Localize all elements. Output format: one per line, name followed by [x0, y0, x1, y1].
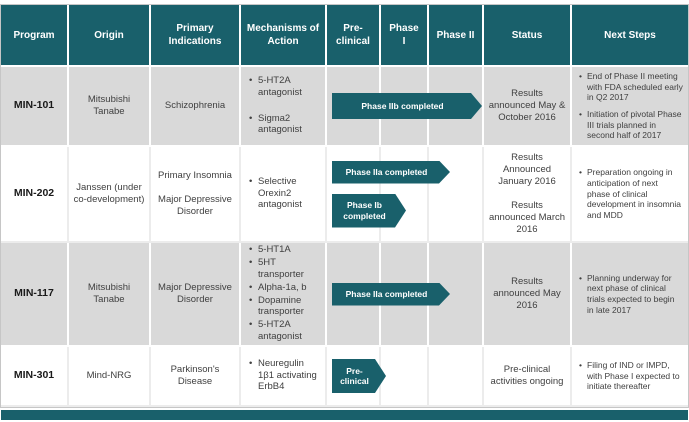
program-name: MIN-202 [1, 147, 69, 243]
mechanisms-list: 5-HT1A 5HT transporter Alpha-1a, b Dopam… [249, 244, 322, 344]
status-text: Results Announced January 2016 [498, 152, 556, 188]
status-text: Results announced March 2016 [488, 200, 566, 235]
column-header-phase-1: Phase I [381, 5, 429, 67]
next-step-item: Preparation ongoing in anticipation of n… [579, 167, 683, 220]
next-steps-list: End of Phase II meeting with FDA schedul… [579, 71, 683, 141]
mechanism-item: 5-HT2A antagonist [249, 75, 322, 99]
table-header-row: Program Origin Primary Indications Mecha… [1, 5, 688, 67]
phase-progress-arrow: Phase IIa completed [332, 161, 450, 184]
mechanisms-list: 5-HT2A antagonist Sigma2 antagonist [249, 75, 322, 138]
next-step-item: End of Phase II meeting with FDA schedul… [579, 71, 683, 103]
indication-text: Major Depressive Disorder [158, 282, 232, 305]
origin-cell: Janssen (under co-development) [69, 147, 151, 243]
mechanisms-list: Selective Orexin2 antagonist [249, 176, 322, 213]
next-steps-list: Filing of IND or IMPD, with Phase I expe… [579, 360, 683, 392]
column-divider [427, 347, 429, 405]
status-cell: Results announced May & October 2016 [484, 67, 572, 147]
next-steps-cell: Filing of IND or IMPD, with Phase I expe… [572, 347, 688, 407]
column-header-origin: Origin [69, 5, 151, 67]
indication-text: Schizophrenia [164, 100, 226, 112]
phase-progress-cell: Phase IIb completed [327, 67, 484, 147]
phase-progress-cell: Phase IIa completed Phase Ib completed [327, 147, 484, 243]
column-header-preclinical: Pre-clinical [327, 5, 381, 67]
indications-cell: Parkinson's Disease [151, 347, 241, 407]
next-steps-cell: End of Phase II meeting with FDA schedul… [572, 67, 688, 147]
mechanisms-cell: 5-HT2A antagonist Sigma2 antagonist [241, 67, 327, 147]
origin-cell: Mitsubishi Tanabe [69, 243, 151, 347]
column-header-program: Program [1, 5, 69, 67]
mechanisms-cell: Neuregulin 1β1 activating ErbB4 [241, 347, 327, 407]
column-header-status: Status [484, 5, 572, 67]
mechanisms-cell: 5-HT1A 5HT transporter Alpha-1a, b Dopam… [241, 243, 327, 347]
indication-text: Parkinson's Disease [170, 364, 220, 387]
status-text: Results announced May 2016 [493, 276, 561, 311]
column-header-next-steps: Next Steps [572, 5, 688, 67]
footer-accent-bar [1, 410, 688, 420]
program-name: MIN-117 [1, 243, 69, 347]
column-header-mechanisms-of-action: Mechanisms of Action [241, 5, 327, 67]
mechanism-item: 5-HT2A antagonist [249, 319, 322, 343]
mechanism-item: Alpha-1a, b [249, 282, 322, 294]
indication-text: Major Depressive Disorder [158, 194, 232, 217]
mechanism-item: Selective Orexin2 antagonist [249, 176, 322, 212]
phase-progress-arrow: Phase IIa completed [332, 283, 450, 306]
pipeline-table: Program Origin Primary Indications Mecha… [0, 4, 689, 408]
pipeline-row-min-101: MIN-101 Mitsubishi Tanabe Schizophrenia … [1, 67, 688, 147]
mechanism-item: 5-HT1A [249, 244, 322, 256]
mechanism-item: Dopamine transporter [249, 295, 322, 319]
indication-text: Primary Insomnia [158, 170, 232, 182]
next-step-item: Initiation of pivotal Phase III trials p… [579, 109, 683, 141]
phase-progress-cell: Phase IIa completed [327, 243, 484, 347]
phase-progress-cell: Pre-clinical [327, 347, 484, 407]
origin-cell: Mitsubishi Tanabe [69, 67, 151, 147]
indications-cell: Schizophrenia [151, 67, 241, 147]
mechanism-item: Sigma2 antagonist [249, 113, 322, 137]
pipeline-row-min-117: MIN-117 Mitsubishi Tanabe Major Depressi… [1, 243, 688, 347]
phase-progress-arrow: Phase IIb completed [332, 93, 482, 119]
status-text: Results announced May & October 2016 [488, 88, 566, 123]
indications-cell: Primary Insomnia Major Depressive Disord… [151, 147, 241, 243]
next-step-item: Planning underway for next phase of clin… [579, 273, 683, 316]
mechanisms-list: Neuregulin 1β1 activating ErbB4 [249, 358, 322, 395]
phase-progress-arrow: Pre-clinical [332, 359, 386, 393]
pipeline-row-min-202: MIN-202 Janssen (under co-development) P… [1, 147, 688, 243]
status-text: Pre-clinical activities ongoing [490, 364, 564, 387]
next-steps-list: Planning underway for next phase of clin… [579, 273, 683, 316]
next-step-item: Filing of IND or IMPD, with Phase I expe… [579, 360, 683, 392]
origin-cell: Mind-NRG [69, 347, 151, 407]
status-cell: Results announced May 2016 [484, 243, 572, 347]
mechanisms-cell: Selective Orexin2 antagonist [241, 147, 327, 243]
next-steps-cell: Preparation ongoing in anticipation of n… [572, 147, 688, 243]
phase-progress-arrow: Phase Ib completed [332, 194, 406, 228]
next-steps-cell: Planning underway for next phase of clin… [572, 243, 688, 347]
status-cell: Results Announced January 2016 Results a… [484, 147, 572, 243]
mechanism-item: Neuregulin 1β1 activating ErbB4 [249, 358, 322, 394]
indications-cell: Major Depressive Disorder [151, 243, 241, 347]
next-steps-list: Preparation ongoing in anticipation of n… [579, 167, 683, 220]
column-header-phase-2: Phase II [429, 5, 484, 67]
program-name: MIN-101 [1, 67, 69, 147]
pipeline-row-min-301: MIN-301 Mind-NRG Parkinson's Disease Neu… [1, 347, 688, 407]
program-name: MIN-301 [1, 347, 69, 407]
status-cell: Pre-clinical activities ongoing [484, 347, 572, 407]
column-divider [427, 147, 429, 241]
mechanism-item: 5HT transporter [249, 257, 322, 281]
column-header-primary-indications: Primary Indications [151, 5, 241, 67]
